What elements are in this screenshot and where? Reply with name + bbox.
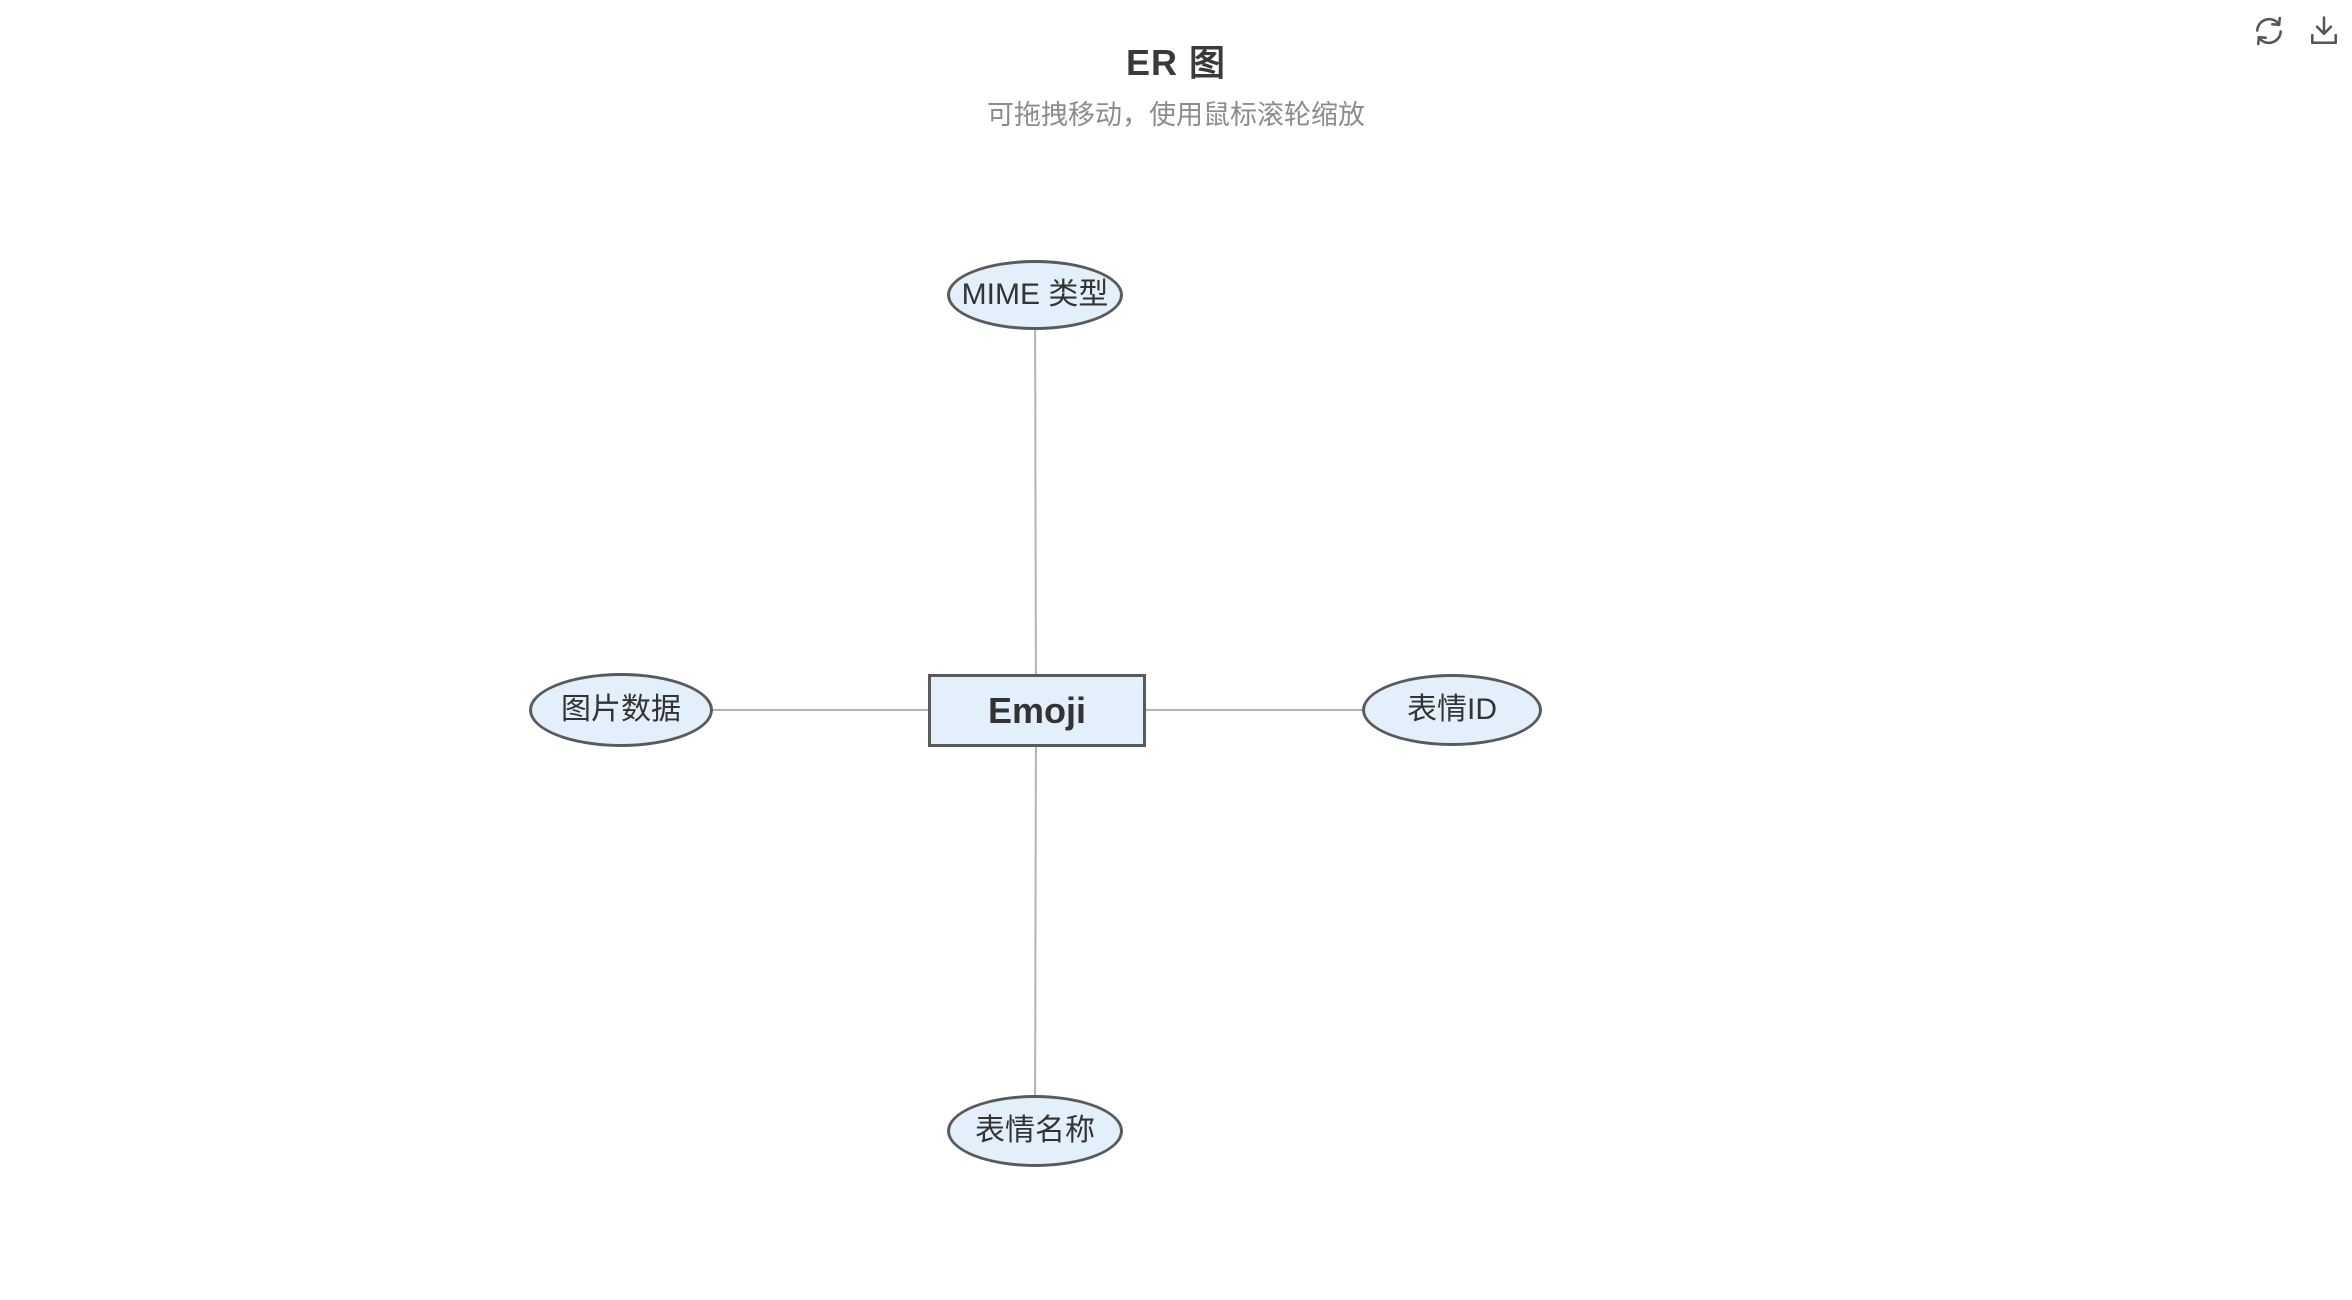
download-button[interactable] [2304,11,2344,51]
attribute-label: 图片数据 [561,693,681,726]
attribute-label: MIME 类型 [961,278,1109,311]
entity-label: Emoji [987,689,1086,731]
refresh-icon [2250,12,2288,50]
attribute-node-emoji-name[interactable]: 表情名称 [947,1095,1123,1167]
attribute-node-image-data[interactable]: 图片数据 [529,673,713,747]
attribute-label: 表情ID [1407,693,1497,726]
attribute-node-emoji-id[interactable]: 表情ID [1362,674,1542,746]
refresh-button[interactable] [2249,11,2289,51]
entity-node-emoji[interactable]: Emoji [928,674,1146,747]
edge-entity-to-bottom [1034,709,1037,1132]
edge-entity-to-top [1034,294,1037,711]
attribute-label: 表情名称 [975,1114,1095,1147]
attribute-node-mime-type[interactable]: MIME 类型 [947,260,1123,330]
toolbar [2249,11,2344,51]
download-icon [2305,12,2343,50]
